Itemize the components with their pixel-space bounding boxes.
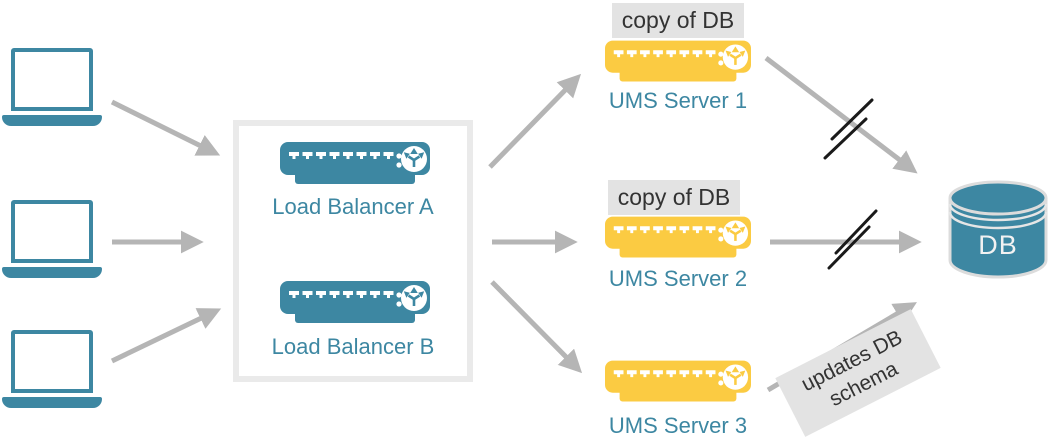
laptop-base bbox=[2, 115, 102, 126]
laptop-icon bbox=[11, 48, 93, 111]
broken-link-slashes-ums1 bbox=[823, 98, 874, 160]
load-balancer-a-label: Load Balancer A bbox=[272, 194, 434, 219]
arrow-client3-to-lb bbox=[110, 308, 222, 364]
load-balancer-group-box bbox=[233, 120, 473, 382]
copy-of-db-badge-1: copy of DB bbox=[612, 3, 744, 38]
laptop-base bbox=[2, 267, 102, 278]
arrow-ums1-to-db bbox=[764, 56, 918, 174]
ums-server-2-label: UMS Server 2 bbox=[608, 266, 748, 291]
broken-link-slashes-ums2 bbox=[827, 209, 878, 270]
arrow-lb-to-ums1 bbox=[488, 73, 582, 169]
load-balancer-server-icon bbox=[280, 142, 430, 185]
client-laptop-1 bbox=[2, 48, 102, 126]
arrow-lb-to-ums3 bbox=[490, 280, 583, 374]
load-balancer-b-label: Load Balancer B bbox=[271, 334, 435, 359]
db-label: DB bbox=[978, 230, 1018, 260]
ums-server-1-label: UMS Server 1 bbox=[608, 88, 748, 113]
laptop-base bbox=[2, 397, 102, 408]
ums-server-icon bbox=[605, 40, 751, 83]
laptop-icon bbox=[11, 200, 93, 263]
laptop-icon bbox=[11, 330, 93, 393]
client-laptop-3 bbox=[2, 330, 102, 408]
arrow-client1-to-lb bbox=[110, 99, 221, 156]
copy-of-db-badge-2: copy of DB bbox=[608, 180, 740, 215]
ums-server-3-label: UMS Server 3 bbox=[608, 413, 748, 438]
ums-server-icon bbox=[605, 360, 751, 403]
database-cylinder-icon bbox=[946, 176, 1050, 282]
client-laptop-2 bbox=[2, 200, 102, 278]
ums-server-icon bbox=[605, 216, 751, 259]
load-balancer-server-icon bbox=[280, 281, 430, 324]
